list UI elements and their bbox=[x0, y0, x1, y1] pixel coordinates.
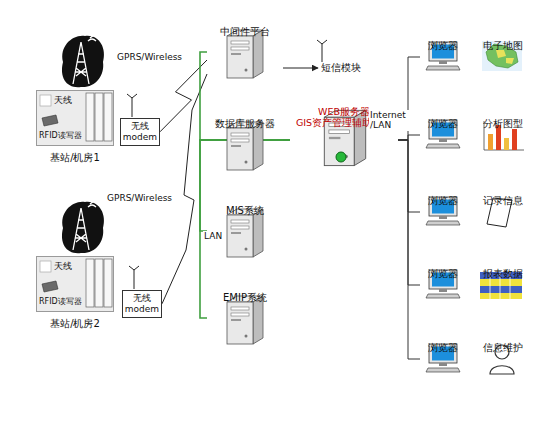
server-node: EMIP系统 bbox=[207, 292, 283, 304]
node-text: 无线 modem bbox=[122, 121, 158, 143]
node-text: MIS系统 bbox=[207, 205, 283, 217]
modem-box: 无线 modem bbox=[120, 118, 160, 146]
sms-module: 短信模块 bbox=[318, 62, 364, 74]
server-node: MIS系统 bbox=[207, 205, 283, 217]
browser-node: 浏览器 bbox=[420, 118, 466, 130]
function-icon: 分析图型 bbox=[470, 118, 536, 130]
node-text: 浏览器 bbox=[420, 118, 466, 130]
node-text: 天线 bbox=[54, 261, 84, 272]
node-text: EMIP系统 bbox=[207, 292, 283, 304]
base-station-tower bbox=[62, 35, 104, 87]
connector bbox=[398, 135, 420, 140]
node-text: 分析图型 bbox=[470, 118, 536, 130]
server-icon bbox=[227, 30, 263, 78]
network-label: LAN bbox=[203, 231, 223, 241]
browser-node: 浏览器 bbox=[420, 40, 466, 52]
station-panel bbox=[37, 91, 114, 146]
connectors bbox=[160, 52, 420, 359]
connector bbox=[398, 140, 420, 285]
function-icon: 报表数据 bbox=[470, 268, 536, 280]
base-station-tower bbox=[62, 201, 104, 253]
node-text: 短信模块 bbox=[318, 62, 364, 74]
base-station: 天线 RFID读写器基站/机房2 bbox=[36, 256, 114, 334]
browser-node: 浏览器 bbox=[420, 268, 466, 280]
connector bbox=[398, 140, 420, 212]
function-icon: 电子地图 bbox=[470, 40, 536, 52]
network-label: Internet /LAN bbox=[369, 110, 413, 131]
server-icon bbox=[227, 296, 263, 344]
server-node: 数据库服务器 bbox=[207, 118, 283, 130]
browser-node: 浏览器 bbox=[420, 195, 466, 207]
connector bbox=[398, 140, 420, 359]
connector bbox=[283, 68, 318, 69]
station-panel bbox=[37, 257, 114, 312]
status-light bbox=[336, 152, 346, 162]
server-node: 中间件平台 bbox=[207, 26, 283, 38]
node-text: 浏览器 bbox=[420, 40, 466, 52]
node-text: 浏览器 bbox=[420, 342, 466, 354]
node-text: 基站/机房2 bbox=[36, 318, 114, 330]
browser-node: 浏览器 bbox=[420, 342, 466, 354]
function-icon: 记录信息 bbox=[470, 195, 536, 207]
node-text: 浏览器 bbox=[420, 195, 466, 207]
link-label: GPRS/Wireless bbox=[106, 193, 173, 203]
server-icon bbox=[227, 209, 263, 257]
node-text: 信息维护 bbox=[470, 342, 536, 354]
node-text: 无线 modem bbox=[124, 293, 160, 315]
node-text: 电子地图 bbox=[470, 40, 536, 52]
node-text: 数据库服务器 bbox=[207, 118, 283, 130]
link-label: GPRS/Wireless bbox=[116, 52, 183, 62]
node-text: 浏览器 bbox=[420, 268, 466, 280]
node-text: 中间件平台 bbox=[207, 26, 283, 38]
server-icon bbox=[227, 122, 263, 170]
node-text: 记录信息 bbox=[470, 195, 536, 207]
function-icon: 信息维护 bbox=[470, 342, 536, 354]
base-station: 天线 RFID读写器基站/机房1 bbox=[36, 90, 114, 168]
node-text: RFID读写器 bbox=[39, 131, 87, 141]
node-text: 报表数据 bbox=[470, 268, 536, 280]
node-text: RFID读写器 bbox=[39, 297, 87, 307]
modem-box: 无线 modem bbox=[122, 290, 162, 318]
node-text: 基站/机房1 bbox=[36, 152, 114, 164]
node-text: 天线 bbox=[54, 95, 84, 106]
